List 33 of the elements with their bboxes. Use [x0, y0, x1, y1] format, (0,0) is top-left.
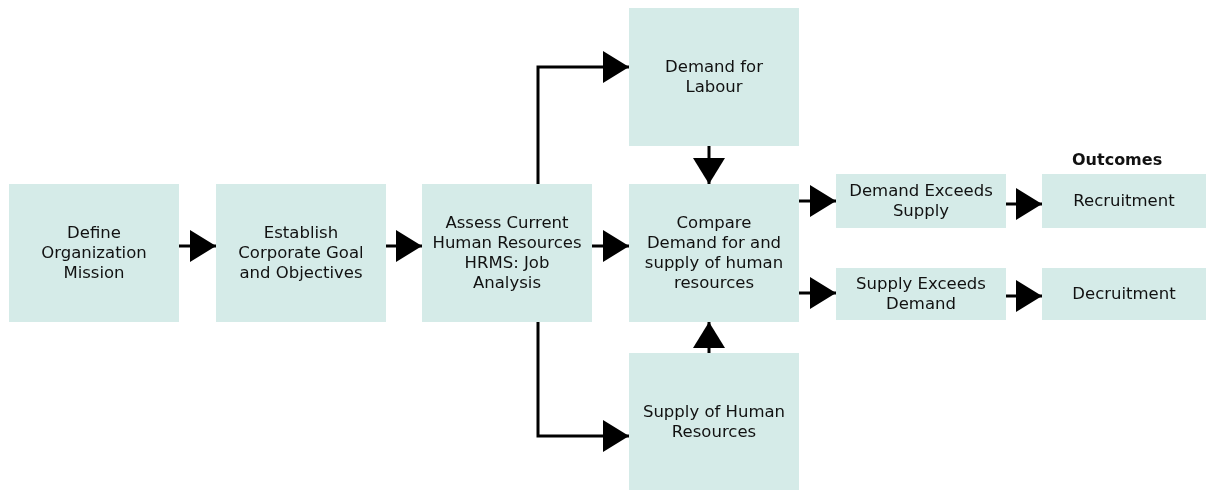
box-text: HRMS: Job Analysis: [463, 253, 551, 293]
arrow: [1006, 280, 1042, 312]
box-text: Supply Exceeds Demand: [855, 274, 987, 314]
process-box: [1042, 174, 1206, 228]
arrow: [1006, 188, 1042, 220]
box-text: Compare Demand for and supply of human resources: [643, 213, 785, 293]
arrow: [386, 230, 422, 262]
box-text: Supply of Human Resources: [641, 401, 787, 442]
box-text: Recruitment: [1073, 191, 1175, 211]
arrow: [799, 277, 836, 309]
arrow: [693, 146, 725, 184]
process-box: [422, 184, 592, 322]
arrow: [536, 51, 629, 184]
arrow: [536, 322, 629, 452]
process-box: [836, 268, 1006, 320]
box-text: Establish Corporate Goal and Objectives: [237, 223, 365, 283]
process-box: [9, 184, 179, 322]
box-text: Demand Exceeds Supply: [848, 181, 994, 221]
process-box: [629, 184, 799, 322]
process-box: [629, 8, 799, 146]
arrow: [592, 230, 629, 262]
heading-label: Outcomes: [1072, 150, 1163, 169]
box-text: Demand for Labour: [664, 57, 764, 97]
process-box: [629, 353, 799, 490]
process-box: [1042, 268, 1206, 320]
process-box: [836, 174, 1006, 228]
arrow: [693, 322, 725, 353]
box-text: Define Organization Mission: [40, 223, 148, 283]
box-text: Decruitment: [1072, 284, 1176, 304]
box-text: Assess Current Human Resources: [432, 213, 582, 253]
process-box: [216, 184, 386, 322]
arrow: [799, 185, 836, 217]
arrow: [179, 230, 216, 262]
